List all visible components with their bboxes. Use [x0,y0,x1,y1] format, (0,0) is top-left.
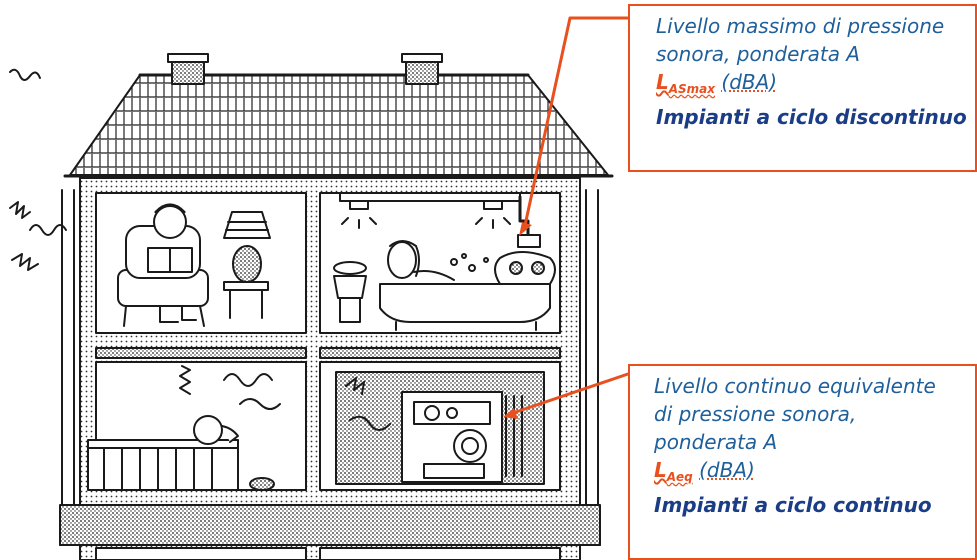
callout-max-line-2: sonora, ponderata A [656,42,860,66]
callout-max-line-1: Livello massimo di pressione [656,14,945,38]
chimney-left-icon [167,53,209,85]
symbol-l: L [654,458,667,482]
callout-leader-top [519,16,630,236]
unit-label: (dBA) [721,70,778,94]
callout-continuous-line-3: ponderata A [654,430,778,454]
utility-room-scene [335,371,545,485]
callout-continuous-symbol-line: LAeq (dBA) [654,456,971,491]
callout-continuous-category: Impianti a ciclo continuo [654,493,932,517]
symbol-subscript: ASmax [668,82,716,96]
callout-continuous-sound-level: Livello continuo equivalente di pression… [628,364,977,560]
symbol-subscript: Aeq [666,470,693,484]
callout-max-category: Impianti a ciclo discontinuo [656,105,967,129]
chimney-right-icon [401,53,443,85]
callout-continuous-line-1: Livello continuo equivalente [654,374,936,398]
callout-continuous-line-2: di pressione sonora, [654,402,857,426]
callout-leader-bottom [503,372,630,419]
symbol-l: L [656,70,669,94]
unit-label: (dBA) [699,458,755,482]
living-room-scene [117,203,271,327]
bedroom-scene [87,365,281,491]
callout-max-sound-level: Livello massimo di pressione sonora, pon… [628,4,977,172]
bathroom-scene [333,192,556,331]
noise-wave-icon [9,68,67,271]
roof [63,73,614,178]
callout-max-symbol-line: LASmax (dBA) [656,68,971,103]
